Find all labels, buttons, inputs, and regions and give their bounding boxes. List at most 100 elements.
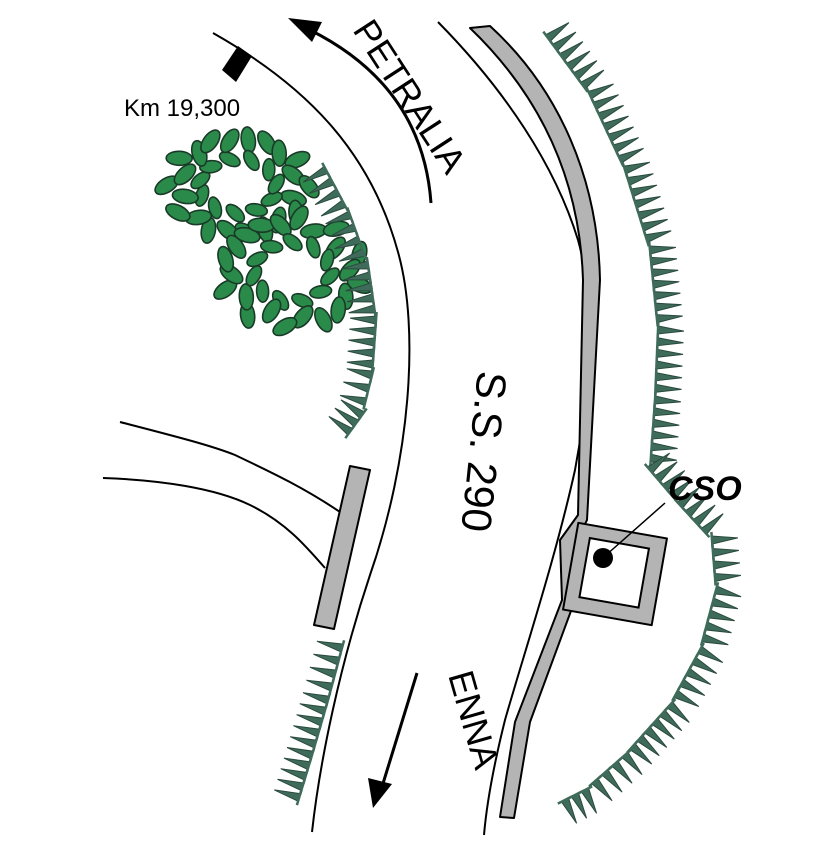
embankment-tick bbox=[653, 407, 681, 417]
tree-leaf bbox=[314, 306, 333, 333]
embankment-tick-bar bbox=[671, 686, 681, 702]
tree-leaf bbox=[261, 157, 276, 182]
embankment-tick bbox=[650, 442, 678, 452]
embankment-tick bbox=[711, 597, 739, 610]
embankment-tick bbox=[296, 714, 324, 727]
embankment-tick bbox=[652, 279, 680, 289]
embankment-tick bbox=[349, 315, 377, 325]
embankment-tick bbox=[617, 147, 644, 164]
embankment-tick bbox=[657, 325, 685, 335]
tree-leaf bbox=[272, 316, 298, 337]
south-arrow-head bbox=[368, 778, 392, 808]
south-direction-label: ENNA bbox=[440, 666, 507, 773]
embankment-tick bbox=[626, 173, 654, 186]
embankment-tick bbox=[597, 104, 624, 121]
embankment-tick bbox=[592, 94, 619, 111]
embankment-tick bbox=[299, 703, 327, 716]
embankment-tick bbox=[652, 418, 680, 428]
embankment-tick-bar bbox=[577, 78, 589, 93]
embankment-tick bbox=[633, 196, 661, 209]
tree-leaf bbox=[165, 150, 193, 167]
tree-leaf bbox=[246, 251, 269, 268]
embankment-tick-bar bbox=[713, 569, 717, 586]
embankment-tick-bar bbox=[649, 450, 653, 467]
embankment-tick-bar bbox=[295, 789, 303, 806]
embankment-tick bbox=[587, 83, 614, 100]
tree-leaf bbox=[320, 267, 340, 287]
embankment-tick bbox=[274, 789, 302, 802]
tree-leaf bbox=[291, 292, 314, 309]
station-leader-line bbox=[604, 502, 666, 557]
tree-leaf bbox=[225, 203, 246, 223]
embankment-tick bbox=[309, 666, 337, 679]
embankment-tick bbox=[655, 372, 683, 382]
embankment-tick-bar bbox=[335, 652, 342, 670]
embankment-tick bbox=[655, 314, 683, 324]
embankment-tick bbox=[649, 245, 677, 255]
embankment-tick bbox=[714, 585, 742, 598]
south-arrow-shaft bbox=[379, 672, 419, 791]
embankment-tick-bar bbox=[328, 678, 335, 696]
embankment-tick bbox=[654, 302, 682, 312]
embankment-tick-bar bbox=[362, 393, 369, 410]
tree-leaf bbox=[244, 202, 269, 217]
tree-leaf bbox=[242, 149, 260, 172]
embankment-tick bbox=[712, 547, 740, 558]
embankment-tick bbox=[277, 778, 305, 792]
embankment-tick bbox=[348, 337, 376, 347]
embankment-tick bbox=[346, 359, 374, 369]
embankment-tick bbox=[651, 430, 679, 440]
tree-leaf bbox=[289, 205, 309, 231]
embankment-tick bbox=[711, 535, 739, 545]
embankment-tick bbox=[714, 572, 742, 583]
embankment-tick bbox=[654, 395, 682, 405]
tree-leaf bbox=[271, 139, 288, 167]
embankment-tick bbox=[704, 621, 732, 634]
embankment-tick bbox=[641, 218, 668, 232]
embankment-tick bbox=[656, 337, 684, 347]
embankment-tick-bar bbox=[697, 524, 711, 539]
embankment-tick bbox=[655, 360, 683, 370]
tree-leaf bbox=[309, 284, 333, 299]
tree-leaf bbox=[267, 173, 286, 195]
embankment-tick bbox=[637, 207, 665, 221]
tree-leaf bbox=[305, 235, 321, 259]
embankment-tick bbox=[602, 115, 629, 132]
embankment-tick bbox=[306, 679, 334, 692]
embankment-tick-bar bbox=[338, 639, 346, 657]
embankment-tick bbox=[654, 383, 682, 393]
tree-leaf bbox=[171, 188, 199, 205]
embankment-tick bbox=[286, 747, 314, 760]
tree-leaf bbox=[218, 151, 241, 168]
embankment-tick bbox=[650, 256, 678, 267]
tree-leaf bbox=[261, 298, 282, 324]
lay-by-left bbox=[313, 465, 371, 630]
tree-leaf bbox=[219, 128, 240, 154]
embankment-tick bbox=[623, 161, 651, 175]
road-name-label: S.S. 290 bbox=[452, 369, 516, 534]
tree-leaf bbox=[319, 248, 335, 272]
tree-cluster bbox=[154, 126, 373, 337]
embankment-tick bbox=[343, 381, 371, 393]
embankment-tick-bar bbox=[642, 230, 650, 247]
embankment-tick bbox=[630, 184, 658, 198]
tree-leaf bbox=[282, 233, 303, 252]
embankment-tick bbox=[339, 394, 367, 407]
embankment-tick bbox=[653, 291, 681, 301]
embankment-tick-bar bbox=[331, 665, 339, 683]
embankment-tick bbox=[347, 348, 375, 358]
embankment-left-upper bbox=[302, 162, 378, 439]
embankment-tick bbox=[651, 268, 679, 278]
service-strip-right bbox=[469, 25, 601, 819]
embankment-tick bbox=[644, 230, 672, 244]
north-arrow-shaft bbox=[309, 28, 433, 204]
embankment-tick bbox=[348, 304, 376, 314]
embankment-tick bbox=[302, 692, 330, 705]
station-label: CSO bbox=[668, 470, 742, 508]
embankment-tick bbox=[293, 725, 321, 738]
km-marker-post bbox=[222, 46, 252, 82]
tree-leaf bbox=[173, 163, 197, 186]
embankment-right bbox=[542, 22, 742, 824]
embankment-tick bbox=[316, 640, 344, 653]
tree-leaf bbox=[207, 196, 223, 220]
